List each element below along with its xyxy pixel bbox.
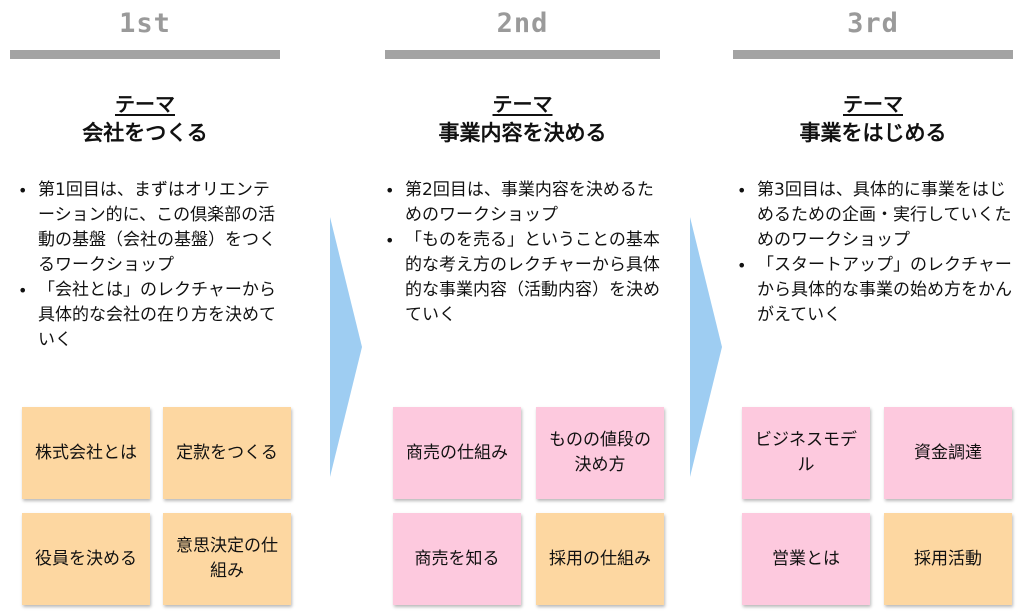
bullet-item: 第1回目は、まずはオリエンテーション的に、この倶楽部の活動の基盤（会社の基盤）を… — [14, 178, 286, 278]
bullet-item: 第2回目は、事業内容を決めるためのワークショップ — [381, 178, 663, 228]
step-column-1: 1st テーマ 会社をつくる 第1回目は、まずはオリエンテーション的に、この倶楽… — [10, 0, 280, 614]
chevron-arrow-icon — [330, 217, 362, 477]
theme-label-row: テーマ — [10, 88, 280, 117]
step-bar — [10, 50, 280, 59]
bullet-list: 第3回目は、具体的に事業をはじめるための企画・実行していくためのワークショップ … — [733, 178, 1013, 328]
step-column-3: 3rd テーマ 事業をはじめる 第3回目は、具体的に事業をはじめるための企画・実… — [733, 0, 1013, 614]
theme-label-row: テーマ — [385, 88, 660, 117]
sticky-note: 定款をつくる — [163, 407, 291, 499]
sticky-note: 営業とは — [742, 513, 870, 605]
sticky-note: 採用の仕組み — [536, 513, 664, 605]
bullet-item: 「ものを売る」ということの基本的な考え方のレクチャーから具体的な事業内容（活動内… — [381, 228, 663, 328]
sticky-note: 株式会社とは — [22, 407, 150, 499]
sticky-note: 資金調達 — [884, 407, 1012, 499]
theme-label-row: テーマ — [733, 88, 1013, 117]
theme-name: 会社をつくる — [82, 121, 208, 145]
sticky-note: 採用活動 — [884, 513, 1012, 605]
sticky-note: 意思決定の仕組み — [163, 513, 291, 605]
step-label: 2nd — [496, 8, 549, 39]
bullet-list: 第1回目は、まずはオリエンテーション的に、この倶楽部の活動の基盤（会社の基盤）を… — [14, 178, 286, 353]
bullet-item: 「スタートアップ」のレクチャーから具体的な事業の始め方をかんがえていく — [733, 253, 1013, 328]
theme-name: 事業内容を決める — [438, 121, 607, 145]
step-bar — [733, 50, 1013, 59]
theme-label: テーマ — [492, 92, 553, 116]
sticky-note: 役員を決める — [22, 513, 150, 605]
bullet-list: 第2回目は、事業内容を決めるためのワークショップ 「ものを売る」ということの基本… — [381, 178, 663, 328]
step-label: 1st — [119, 8, 171, 39]
theme-label: テーマ — [115, 92, 175, 116]
step-bar — [385, 50, 660, 59]
sticky-note: 商売の仕組み — [393, 407, 521, 499]
sticky-note: ものの値段の決め方 — [536, 407, 664, 499]
bullet-item: 「会社とは」のレクチャーから具体的な会社の在り方を決めていく — [14, 278, 286, 353]
step-label: 3rd — [847, 8, 899, 39]
theme-name: 事業をはじめる — [799, 121, 947, 145]
step-column-2: 2nd テーマ 事業内容を決める 第2回目は、事業内容を決めるためのワークショッ… — [385, 0, 660, 614]
bullet-item: 第3回目は、具体的に事業をはじめるための企画・実行していくためのワークショップ — [733, 178, 1013, 253]
chevron-arrow-icon — [690, 217, 722, 477]
sticky-note: 商売を知る — [393, 513, 521, 605]
theme-label: テーマ — [843, 92, 903, 116]
sticky-note: ビジネスモデル — [742, 407, 870, 499]
